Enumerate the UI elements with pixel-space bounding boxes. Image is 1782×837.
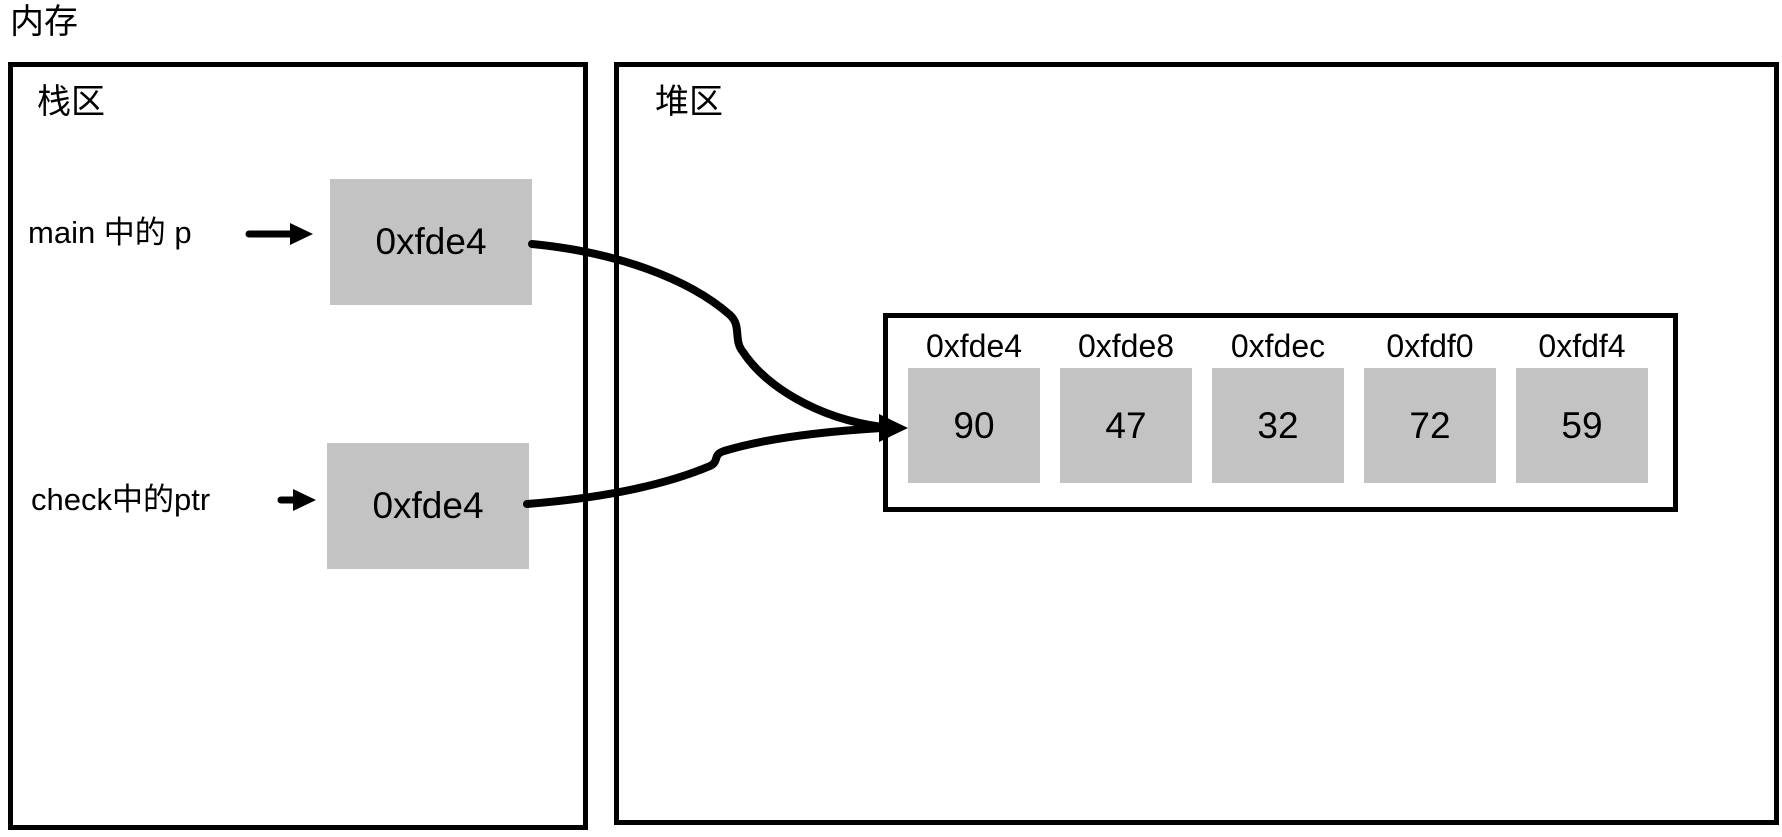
array-value-cell: 47 <box>1060 368 1192 483</box>
pointer-value-main-p: 0xfde4 <box>375 221 487 262</box>
array-element-4: 0xfdf4 59 <box>1516 324 1648 483</box>
array-address-label: 0xfdf0 <box>1386 328 1474 364</box>
array-value-cell: 90 <box>908 368 1040 483</box>
pointer-value-check-ptr: 0xfde4 <box>372 485 484 526</box>
array-element-1: 0xfde8 47 <box>1060 324 1192 483</box>
array-address-label: 0xfde4 <box>925 328 1023 364</box>
heap-region-label: 堆区 <box>655 83 723 121</box>
array-address-label: 0xfde8 <box>1077 328 1175 364</box>
heap-array-box: 0xfde4 90 0xfde8 47 0xfdec 32 0xfdf0 72 … <box>883 313 1678 512</box>
array-element-0: 0xfde4 90 <box>908 324 1040 483</box>
pointer-label-main-p: main 中的 p <box>28 215 192 250</box>
array-address-label: 0xfdec <box>1230 328 1326 364</box>
array-value-cell: 32 <box>1212 368 1344 483</box>
array-value-cell: 59 <box>1516 368 1648 483</box>
array-element-3: 0xfdf0 72 <box>1364 324 1496 483</box>
pointer-label-check-ptr: check中的ptr <box>31 482 211 517</box>
diagram-title: 内存 <box>10 3 78 41</box>
array-address-label: 0xfdf4 <box>1538 328 1626 364</box>
array-value-cell: 72 <box>1364 368 1496 483</box>
stack-region-label: 栈区 <box>37 83 105 121</box>
pointer-cell-check-ptr: 0xfde4 <box>327 443 529 569</box>
pointer-cell-main-p: 0xfde4 <box>330 179 532 305</box>
array-element-2: 0xfdec 32 <box>1212 324 1344 483</box>
